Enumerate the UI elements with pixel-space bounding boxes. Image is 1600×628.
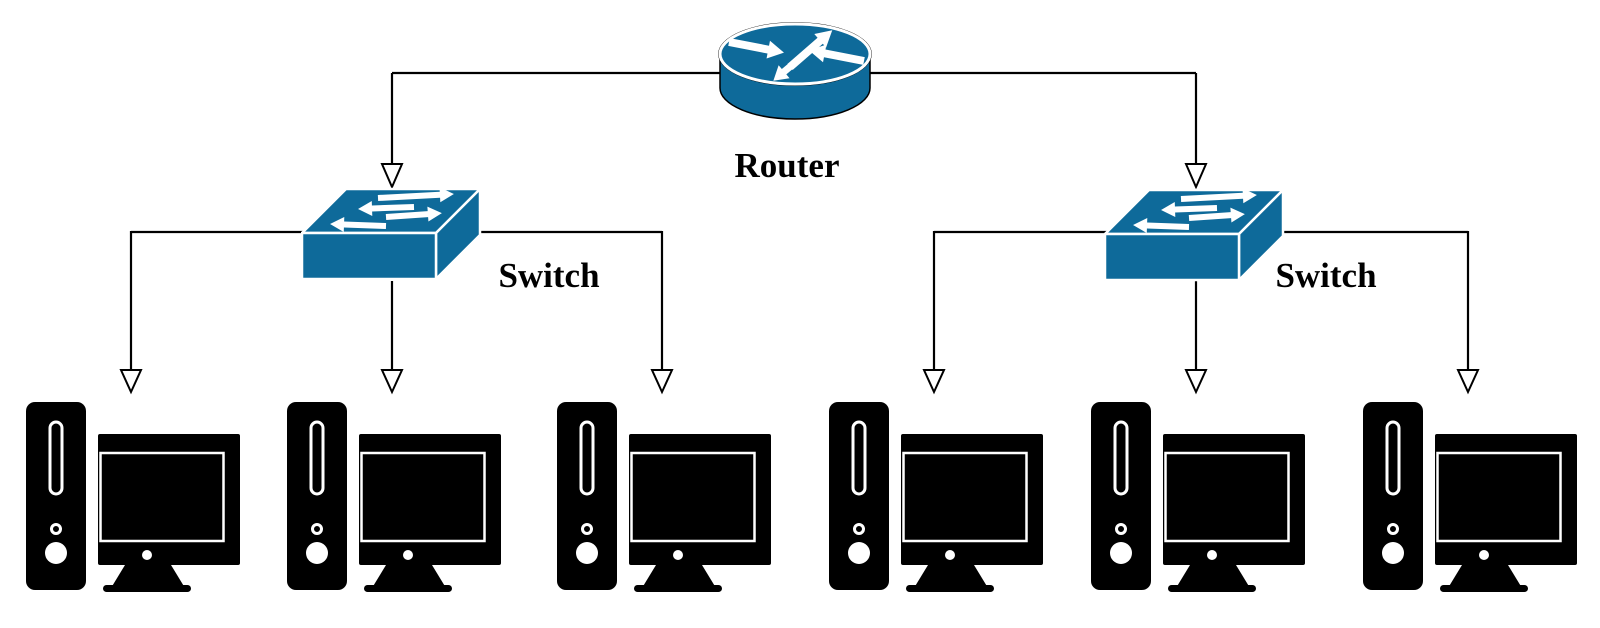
- computer-node-6: [1359, 402, 1577, 592]
- computer-node-5: [1087, 402, 1305, 592]
- desktop-computer-icon: [553, 402, 771, 592]
- router-label: Router: [734, 146, 840, 185]
- router-node: [717, 22, 873, 122]
- arrow-down-icon: [380, 369, 404, 395]
- switch-icon: [1104, 188, 1290, 282]
- switch-right-label: Switch: [1275, 256, 1377, 295]
- arrowhead-icons: [119, 163, 1480, 395]
- arrow-down-icon: [922, 369, 946, 395]
- computer-node-3: [553, 402, 771, 592]
- arrow-down-icon: [1456, 369, 1480, 395]
- switch-icon: [301, 187, 487, 281]
- computer-node-4: [825, 402, 1043, 592]
- switch-left-label: Switch: [498, 256, 600, 295]
- desktop-computer-icon: [1359, 402, 1577, 592]
- arrow-down-icon: [380, 163, 404, 190]
- router-icon: [717, 22, 873, 122]
- desktop-computer-icon: [1087, 402, 1305, 592]
- switch-right-node: [1104, 188, 1290, 282]
- arrow-down-icon: [119, 369, 143, 395]
- arrow-down-icon: [1184, 369, 1208, 395]
- desktop-computer-icon: [283, 402, 501, 592]
- computer-node-2: [283, 402, 501, 592]
- arrow-down-icon: [650, 369, 674, 395]
- computer-node-1: [22, 402, 240, 592]
- arrow-down-icon: [1184, 163, 1208, 190]
- desktop-computer-icon: [825, 402, 1043, 592]
- switch-left-node: [301, 187, 487, 281]
- desktop-computer-icon: [22, 402, 240, 592]
